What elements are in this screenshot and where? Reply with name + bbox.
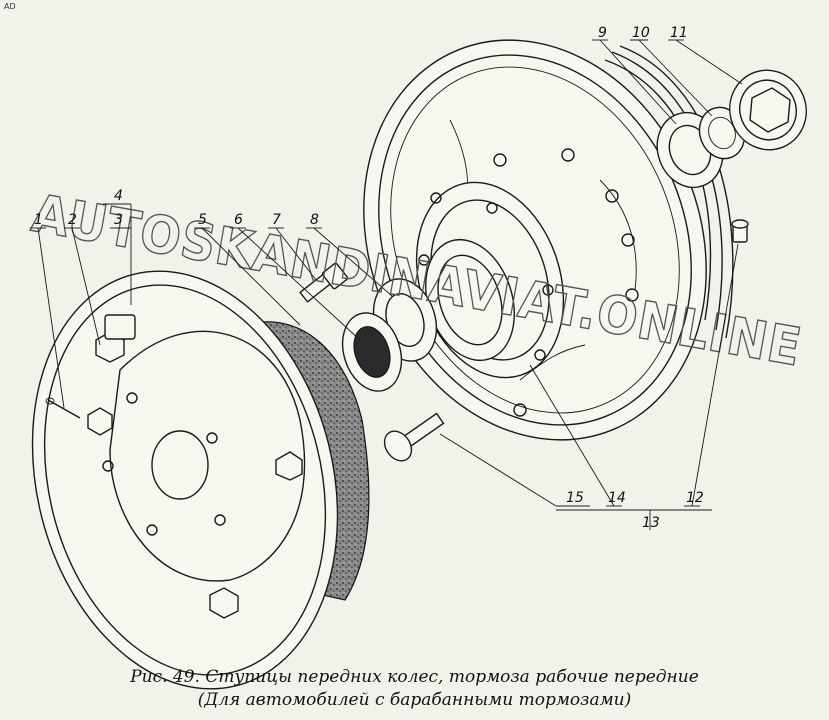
callout-7: 7 [272,212,281,228]
wheel-hub [415,181,565,379]
callout-numbers: 1 2 4 3 5 6 7 8 9 10 11 12 13 14 15 [34,25,704,531]
callout-6: 6 [234,212,243,228]
callout-13: 13 [642,515,660,531]
hub-cap [729,69,807,151]
callout-1: 1 [34,212,43,228]
wheel-stud [383,412,445,462]
callout-14: 14 [608,490,626,506]
figure-subcaption: (Для автомобилей с барабанными тормозами… [197,690,632,710]
callout-5: 5 [198,212,207,228]
callout-9: 9 [598,25,607,41]
callout-15: 15 [566,490,584,506]
callout-2: 2 [68,212,77,228]
figure-caption: Рис. 49. Ступицы передних колес, тормоза… [130,667,699,687]
callout-3: 3 [114,212,123,228]
callout-8: 8 [310,212,319,228]
oil-seal [341,312,403,392]
callout-4: 4 [114,188,123,204]
bolt-7 [299,262,349,303]
corner-mark: AD [4,2,16,11]
callout-11: 11 [670,25,688,41]
leader-lines [30,39,743,530]
callout-12: 12 [686,490,704,506]
grease-fitting [731,219,749,243]
callout-10: 10 [632,25,650,41]
backing-plate [31,270,339,690]
